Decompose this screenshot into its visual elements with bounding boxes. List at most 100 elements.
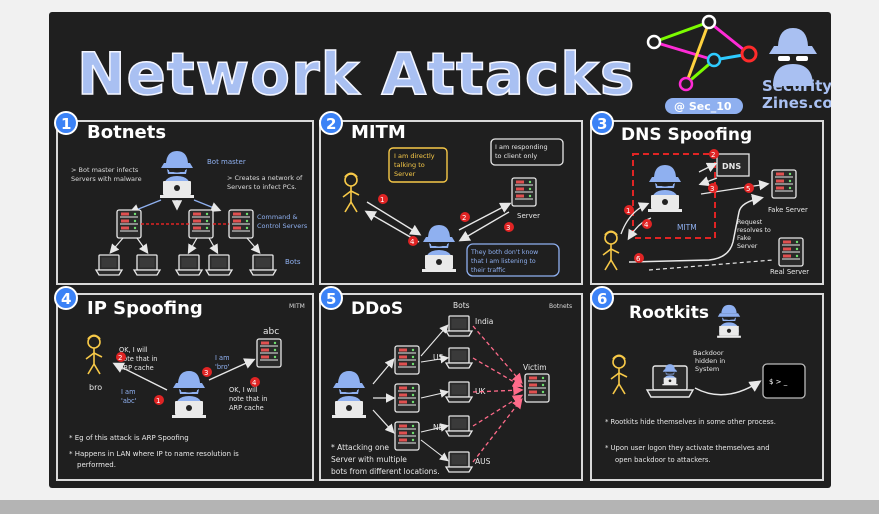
panel-2-badge [319,111,343,135]
mitm-step-1: 1 [380,196,384,204]
ddos-bot-aus [445,451,473,473]
ip-abc-server [256,338,282,368]
mitm-bubble-left [388,147,448,183]
panel-6-title: Rootkits [629,303,709,323]
ddos-country-us: US [433,353,443,362]
rootkits-terminal [762,363,806,399]
mitm-bubble-right-2: to client only [495,152,537,160]
ddos-bots-label: Bots [453,301,470,310]
ip-tag: MITM [289,303,305,310]
botnets-bot-pc-2 [133,254,161,276]
ip-step-4: 4 [252,379,257,387]
ddos-note-1: * Attacking one [331,443,389,452]
botnets-cc-server-1 [116,209,142,239]
rootkits-note-3: open backdoor to attackers. [615,456,711,464]
panel-1-number: 1 [61,115,71,133]
ip-note-1: * Eg of this attack is ARP Spoofing [69,434,189,442]
botnets-note-left-1: > Bot master infects [71,166,139,174]
ddos-note-2: Server with multiple [331,455,407,464]
ip-ok-bottom-1: OK, I will [229,386,258,394]
panel-4-title: IP Spoofing [87,298,203,319]
panel-ip-spoofing: 4 IP Spoofing MITM abc bro OK, I will no… [54,286,314,481]
ddos-victim-label: Victim [523,363,547,372]
ip-step-3: 3 [204,369,208,377]
mitm-bubble-bottom [466,243,560,277]
handle-text: @ Sec_10 [674,100,732,113]
panel-ddos: 5 DDoS Botnets Bots India US UK N [319,286,583,481]
panel-6-badge [590,286,614,310]
dns-request-3: Fake [737,235,751,242]
ip-step-2: 2 [118,354,122,362]
botnets-note-right-2: Servers to infect PCs. [227,183,297,191]
rootkits-backdoor-2: hidden in [695,357,725,365]
network-graph-logo [646,14,758,92]
botnets-cc-label-2: Control Servers [257,222,308,230]
ddos-country-aus: AUS [475,457,491,466]
ddos-bot-nl [445,415,473,437]
botnets-cc-server-3 [228,209,254,239]
dns-step-5: 5 [746,185,750,193]
ip-ok-top-3: ARP cache [119,364,154,372]
dns-step-4: 4 [644,221,649,229]
mitm-bubble-bottom-3: their traffic [471,267,506,274]
ip-bro-label: bro [89,383,102,392]
ddos-country-india: India [475,317,493,326]
mitm-step-2: 2 [462,214,466,222]
ddos-cc-server-1 [394,345,420,375]
panel-3-title: DNS Spoofing [621,125,752,145]
bottom-scroll-bar[interactable] [0,500,879,514]
ip-abc-label: abc [263,327,279,337]
ddos-bot-uk [445,381,473,403]
ip-i-am-abc-2: 'abc' [121,397,137,405]
panel-rootkits: 6 Rootkits Backdoor hidden in System $ >… [590,286,824,481]
mitm-bubble-bottom-1: They both don't know [470,249,538,256]
ip-i-am-abc-1: I am [121,388,136,396]
ip-ok-top-1: OK, I will [119,346,148,354]
rootkits-backdoor-3: System [695,365,719,373]
mitm-bubble-right [490,138,564,166]
ddos-bot-us [445,347,473,369]
mitm-bubble-left-3: Server [394,170,416,178]
ip-note-2: * Happens in LAN where IP to name resolu… [69,450,239,458]
botnets-note-left-2: Servers with malware [71,175,142,183]
dns-real-server [778,237,804,267]
rootkits-backdoor-1: Backdoor [693,349,724,357]
panel-4-number: 4 [61,290,71,308]
ip-step-1: 1 [156,397,160,405]
mitm-step-4: 4 [410,238,415,246]
panel-botnets: 1 Botnets > Bot master infects Servers w… [54,111,314,285]
botnets-bot-pc-3 [175,254,203,276]
page-title: Network Attacks [77,40,635,108]
ip-i-am-bro-1: I am [215,354,230,362]
botnets-bot-pc-1 [95,254,123,276]
dns-step-6: 6 [636,255,641,263]
ip-ok-top-2: note that in [119,355,157,363]
rootkits-note-1: * Rootkits hide themselves in some other… [605,418,776,426]
panel-1-title: Botnets [87,122,166,143]
botnets-bots-label: Bots [285,258,301,266]
dns-step-1: 1 [626,207,630,215]
botnets-bot-master: Bot master [207,158,246,166]
botnets-cc-server-2 [188,209,214,239]
dns-request-1: Request [737,219,763,226]
mitm-server [511,177,537,207]
ddos-victim-server [524,373,550,403]
ip-ok-bottom-3: ARP cache [229,404,264,412]
panel-3-badge [590,111,614,135]
ddos-note-3: bots from different locations. [331,467,440,476]
dns-request-4: Server [737,243,758,250]
dns-box-label: DNS [722,162,741,171]
dns-request-2: resolves to [737,227,771,234]
panel-2-title: MITM [351,122,406,143]
rootkits-hacker-icon [717,304,741,338]
ip-note-3: performed. [77,461,116,469]
dns-mitm-label: MITM [677,223,697,232]
ddos-cc-server-3 [394,421,420,451]
mitm-bubble-right-1: I am responding [495,143,548,151]
mitm-step-3: 3 [506,224,510,232]
botnets-note-right-1: > Creates a network of [227,174,303,182]
ip-ok-bottom-2: note that in [229,395,267,403]
panel-6-number: 6 [597,290,607,308]
dns-real-server-label: Real Server [770,268,809,276]
